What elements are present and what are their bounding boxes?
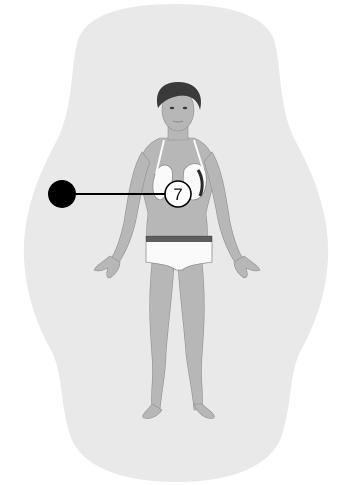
- marker-dot: [48, 180, 76, 208]
- right-eye: [183, 107, 187, 109]
- label-number: 7: [173, 185, 182, 204]
- bikini-waistband: [146, 236, 212, 242]
- left-eye: [170, 107, 174, 109]
